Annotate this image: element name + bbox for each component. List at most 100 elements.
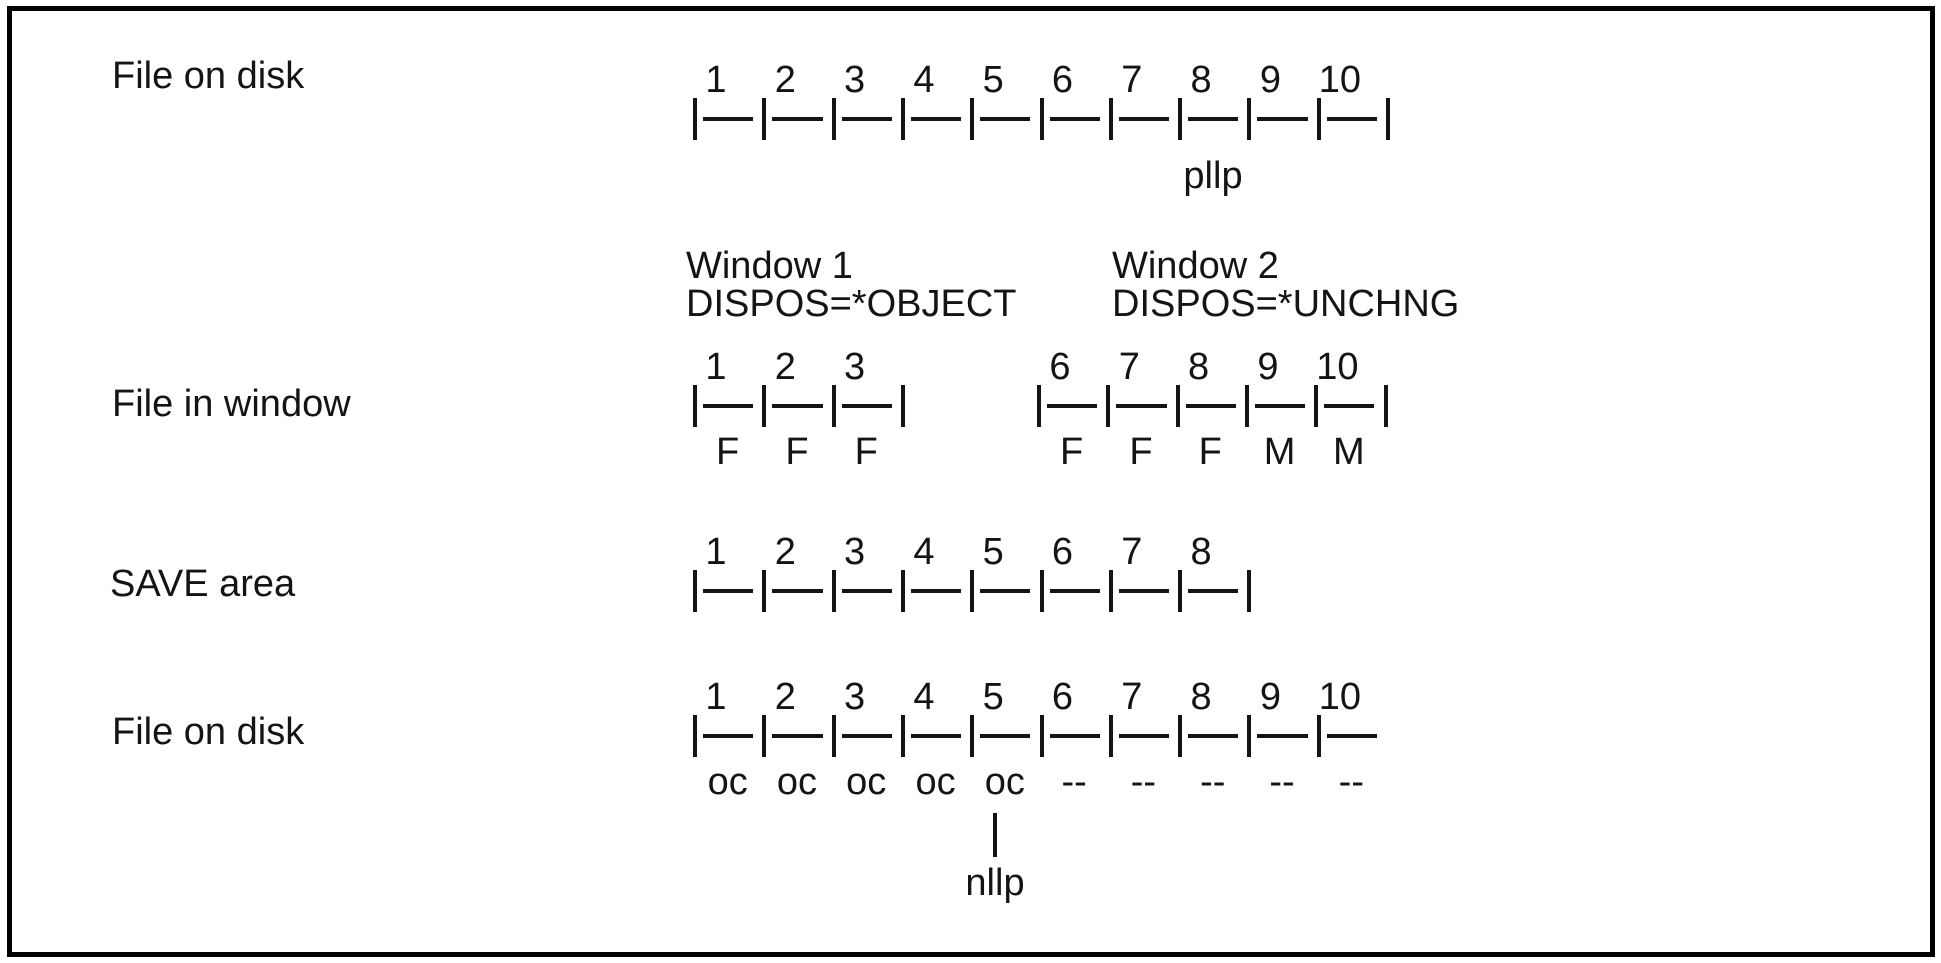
segment-line <box>841 589 892 593</box>
tape-segment: 1 <box>693 61 762 140</box>
tape-segment: 8 <box>1178 533 1247 612</box>
segment-line <box>910 734 962 738</box>
tape-segment: 8 <box>1178 61 1247 140</box>
segment-line <box>841 404 892 408</box>
tape-segment: 10 <box>1316 61 1386 140</box>
segment-start-bar <box>900 98 905 140</box>
segment-start-bar <box>1247 98 1252 140</box>
segment-number: 7 <box>1118 346 1140 388</box>
segment-number: 10 <box>1316 346 1359 388</box>
segment-start-bar <box>1039 715 1044 757</box>
tape-segment: 2 oc <box>762 678 831 801</box>
segment-number: 9 <box>1259 59 1281 101</box>
segment-start-bar <box>1178 715 1183 757</box>
tape-segment: 5 oc <box>970 678 1039 801</box>
segment-line <box>772 589 823 593</box>
segment-number: 6 <box>1051 59 1074 101</box>
segment-line <box>910 589 962 593</box>
segment-marker: -- <box>1269 761 1295 803</box>
tape-segment: 6 F <box>1037 348 1106 471</box>
tape-segment: 10 -- <box>1316 678 1386 801</box>
segment-end-bar <box>1247 570 1252 612</box>
segment-line <box>1326 117 1377 121</box>
segment-start-bar <box>762 715 767 757</box>
segment-number: 4 <box>913 676 935 718</box>
segment-line <box>1118 589 1170 593</box>
segment-number: 3 <box>844 531 866 573</box>
tape-segment: 4 <box>900 61 970 140</box>
segment-number: 5 <box>982 59 1004 101</box>
segment-number: 1 <box>705 59 727 101</box>
pllp-label: pllp <box>1183 155 1243 197</box>
tape-segment: 3 F <box>831 348 901 471</box>
segment-marker: F <box>1129 431 1153 473</box>
tape-segment: 10 M <box>1314 348 1383 471</box>
segment-line <box>772 117 823 121</box>
segment-number: 1 <box>705 346 727 388</box>
segment-number: 6 <box>1049 346 1071 388</box>
segment-start-bar <box>1316 715 1321 757</box>
segment-line <box>910 117 962 121</box>
tape-segment: 3 <box>831 61 901 140</box>
segment-marker: oc <box>984 761 1025 803</box>
segment-line <box>1049 589 1100 593</box>
tape-segment: 1 F <box>693 348 762 471</box>
label-file-in-window: File in window <box>112 383 351 425</box>
segment-number: 7 <box>1121 59 1143 101</box>
segment-number: 6 <box>1051 676 1074 718</box>
segment-start-bar <box>1316 98 1321 140</box>
segment-line <box>1047 404 1098 408</box>
segment-line <box>1116 404 1167 408</box>
segment-line <box>703 734 754 738</box>
segment-marker: oc <box>915 761 956 803</box>
segment-start-bar <box>762 385 767 427</box>
segment-start-bar <box>762 98 767 140</box>
tape-segment: 9 -- <box>1247 678 1316 801</box>
segment-marker: F <box>854 431 878 473</box>
segment-line <box>1326 734 1377 738</box>
segment-line <box>1324 404 1375 408</box>
segment-start-bar <box>1178 98 1183 140</box>
segment-marker: F <box>716 431 740 473</box>
window2-dispos: DISPOS=*UNCHNG <box>1112 283 1460 325</box>
segment-number: 5 <box>982 531 1004 573</box>
segment-end-bar <box>900 385 905 427</box>
window1-title: Window 1 <box>686 245 853 287</box>
segment-line <box>980 734 1031 738</box>
segment-number: 1 <box>705 676 727 718</box>
segment-line <box>841 734 892 738</box>
segment-line <box>1118 117 1170 121</box>
tape-segment: 5 <box>970 533 1039 612</box>
segment-start-bar <box>1175 385 1180 427</box>
segment-number: 10 <box>1318 676 1361 718</box>
segment-start-bar <box>693 98 697 140</box>
segment-marker: -- <box>1130 761 1157 803</box>
segment-start-bar <box>1106 385 1111 427</box>
window1-dispos: DISPOS=*OBJECT <box>686 283 1017 325</box>
label-file-on-disk-top: File on disk <box>112 55 305 97</box>
segment-start-bar <box>762 570 767 612</box>
segment-start-bar <box>1244 385 1249 427</box>
segment-line <box>1118 734 1170 738</box>
segment-number: 9 <box>1259 676 1281 718</box>
segment-start-bar <box>831 715 836 757</box>
segment-marker: oc <box>846 761 887 803</box>
segment-start-bar <box>693 385 697 427</box>
segment-number: 3 <box>844 59 866 101</box>
segment-marker: -- <box>1338 761 1364 803</box>
segment-start-bar <box>1108 98 1113 140</box>
segment-start-bar <box>1314 385 1319 427</box>
segment-end-bar <box>1386 98 1390 140</box>
segment-line <box>772 734 823 738</box>
segment-marker: F <box>1198 431 1222 473</box>
segment-number: 4 <box>913 531 935 573</box>
tape-segment: 7 F <box>1106 348 1175 471</box>
segment-end-bar <box>1383 385 1388 427</box>
segment-line <box>841 117 892 121</box>
segment-number: 2 <box>774 59 796 101</box>
segment-number: 3 <box>844 346 866 388</box>
tape-segment: 2 <box>762 533 831 612</box>
tape-segment: 7 -- <box>1108 678 1178 801</box>
segment-line <box>1185 404 1236 408</box>
segment-marker: F <box>1060 431 1084 473</box>
